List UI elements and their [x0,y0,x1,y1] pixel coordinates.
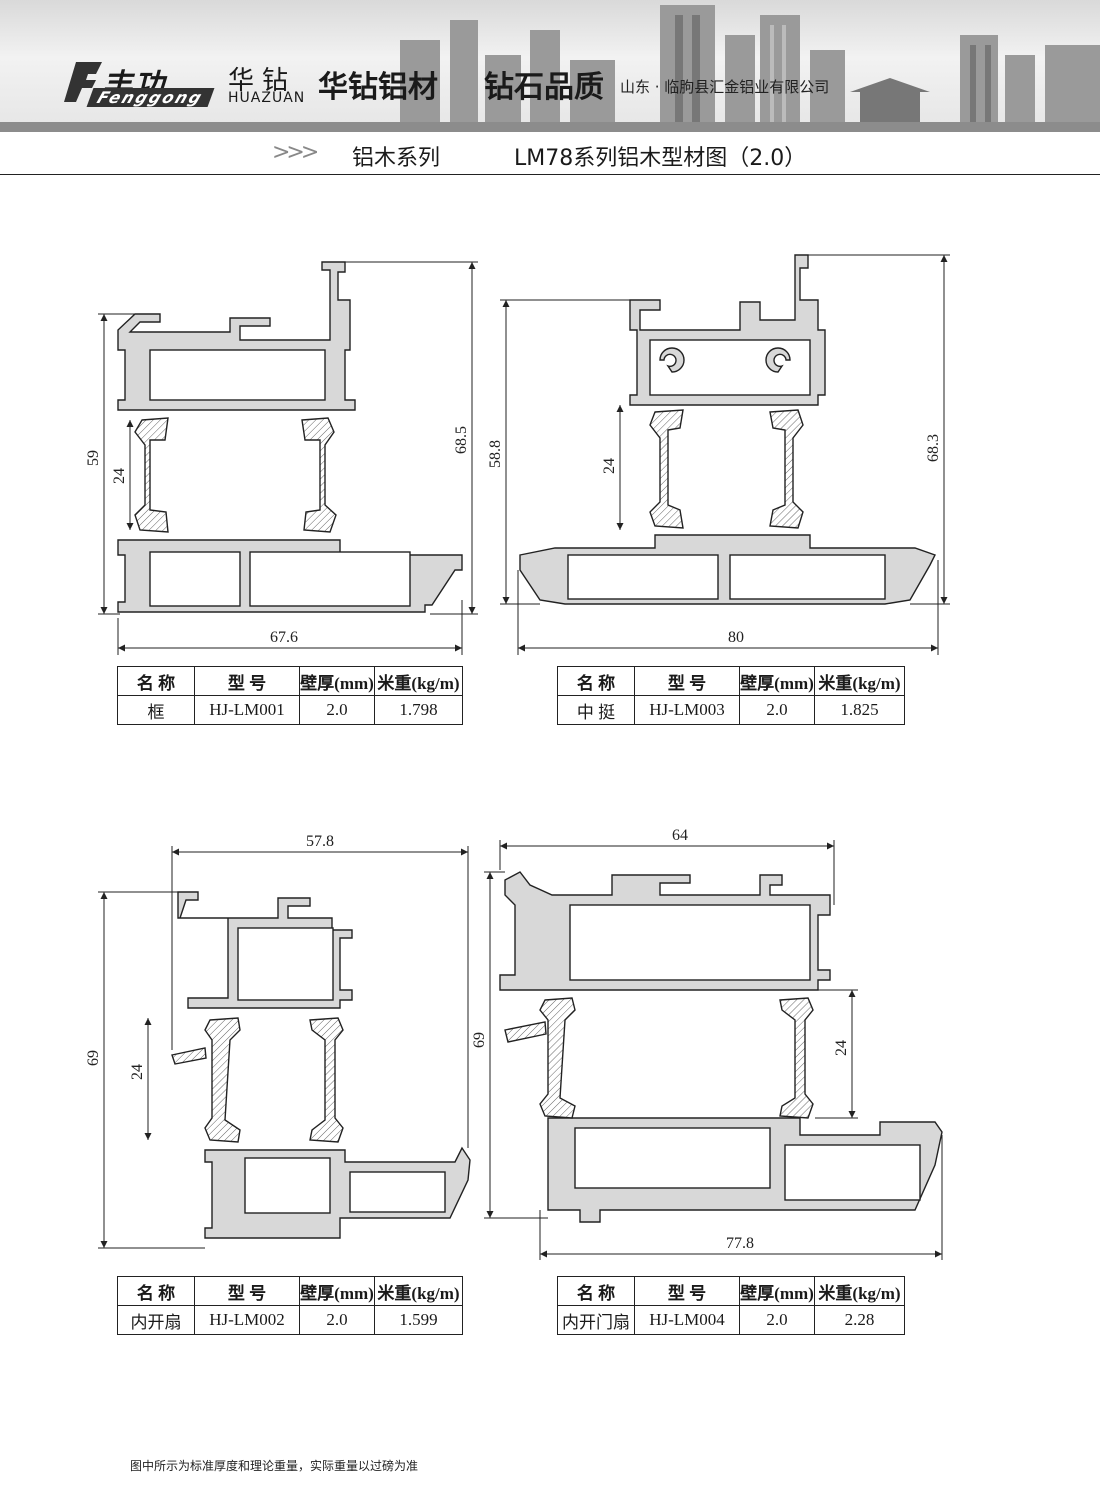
col-name: 名 称 [557,666,635,696]
cell-thickness: 2.0 [299,695,375,725]
cell-weight: 1.798 [374,695,463,725]
table-row: 中 挺 HJ-LM003 2.0 1.825 [557,695,905,725]
spec-table-hj-lm001: 名 称 型 号 壁厚(mm) 米重(kg/m) 框 HJ-LM001 2.0 1… [117,666,463,725]
page-title: LM78系列铝木型材图（2.0） [514,146,807,171]
col-thickness: 壁厚(mm) [739,1276,815,1306]
cell-model: HJ-LM004 [634,1305,740,1335]
dim-height-left-2: 58.8 [487,440,504,468]
series-label: 铝木系列 [352,146,441,171]
spec-table-hj-lm004: 名 称 型 号 壁厚(mm) 米重(kg/m) 内开门扇 HJ-LM004 2.… [557,1276,905,1335]
dim-width-top-4: 64 [672,827,688,844]
cell-model: HJ-LM001 [194,695,300,725]
dim-inner-2: 24 [601,458,618,474]
dim-width-1: 67.6 [270,629,298,646]
col-model: 型 号 [194,1276,300,1306]
col-thickness: 壁厚(mm) [299,1276,375,1306]
profile-hj-lm001 [117,261,463,613]
slogan-secondary: 钻石品质 [484,70,604,105]
cell-weight: 1.599 [374,1305,463,1335]
title-bar [0,132,1100,175]
table-row: 框 HJ-LM001 2.0 1.798 [117,695,463,725]
footer-note: 图中所示为标准厚度和理论重量，实际重量以过磅为准 [130,1459,419,1473]
col-weight: 米重(kg/m) [814,666,905,696]
brand-name-en: HUAZUAN [228,90,306,106]
cell-model: HJ-LM003 [634,695,740,725]
dim-height-left-3: 69 [85,1050,102,1066]
dim-inner-4: 24 [833,1040,850,1056]
cell-thickness: 2.0 [739,695,815,725]
col-model: 型 号 [634,1276,740,1306]
cell-model: HJ-LM002 [194,1305,300,1335]
col-thickness: 壁厚(mm) [299,666,375,696]
cell-name: 内开门扇 [557,1305,635,1335]
logo-emblem [64,62,102,102]
cell-name: 框 [117,695,195,725]
table-row: 内开扇 HJ-LM002 2.0 1.599 [117,1305,463,1335]
brand-name-cn: 华钻 [228,66,297,96]
dim-width-3: 57.8 [306,833,334,850]
profile-hj-lm002 [171,891,471,1239]
dim-height-left-4: 69 [471,1032,488,1048]
dim-width-2: 80 [728,629,744,646]
dim-inner-1: 24 [111,468,128,484]
dim-height-right-2: 68.3 [925,434,942,462]
cell-name: 内开扇 [117,1305,195,1335]
cell-name: 中 挺 [557,695,635,725]
slogan-primary: 华钻铝材 [318,70,438,105]
cell-weight: 2.28 [814,1305,905,1335]
col-name: 名 称 [117,666,195,696]
col-name: 名 称 [557,1276,635,1306]
col-model: 型 号 [194,666,300,696]
dim-width-bottom-4: 77.8 [726,1235,754,1252]
chevron-arrows-icon: >>> [272,140,319,165]
col-weight: 米重(kg/m) [814,1276,905,1306]
col-weight: 米重(kg/m) [374,1276,463,1306]
dim-inner-3: 24 [129,1064,146,1080]
city-skyline-image [400,5,1100,128]
col-weight: 米重(kg/m) [374,666,463,696]
spec-table-hj-lm002: 名 称 型 号 壁厚(mm) 米重(kg/m) 内开扇 HJ-LM002 2.0… [117,1276,463,1335]
spec-table-hj-lm003: 名 称 型 号 壁厚(mm) 米重(kg/m) 中 挺 HJ-LM003 2.0… [557,666,905,725]
dim-height-right-1: 68.5 [453,426,470,454]
company-name: 山东 · 临朐县汇金铝业有限公司 [620,78,830,96]
cell-thickness: 2.0 [299,1305,375,1335]
profile-hj-lm003 [519,254,936,605]
cell-thickness: 2.0 [739,1305,815,1335]
header-divider-strip [0,122,1100,132]
col-thickness: 壁厚(mm) [739,666,815,696]
profile-hj-lm004 [499,871,943,1223]
col-name: 名 称 [117,1276,195,1306]
col-model: 型 号 [634,666,740,696]
table-row: 内开门扇 HJ-LM004 2.0 2.28 [557,1305,905,1335]
dim-height-left-1: 59 [85,450,102,466]
cell-weight: 1.825 [814,695,905,725]
